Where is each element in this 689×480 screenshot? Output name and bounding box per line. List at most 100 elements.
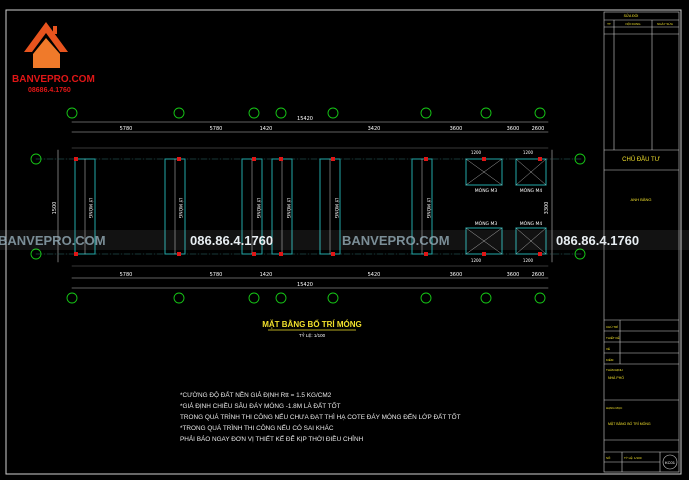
top-dim-6: 3600 <box>507 126 520 132</box>
grid-bubble-3-top <box>248 107 260 119</box>
grid-bubble-1-bottom <box>66 292 78 304</box>
top-dim-3: 1420 <box>260 126 273 132</box>
grid-bubble-b-right <box>574 248 586 260</box>
column-4-top <box>279 157 283 161</box>
column-5-bottom <box>331 252 335 256</box>
strip-footing-3-label: LÝ MÓNG <box>255 198 262 219</box>
row-label-4: KIỂM <box>606 357 614 362</box>
strip-footing-2-label: LÝ MÓNG <box>177 198 184 219</box>
pad-label-m4-top: MÓNG M4 <box>520 187 543 194</box>
title-block-frame <box>603 11 680 473</box>
drawing-border <box>5 9 682 475</box>
bottom-dim-6: 3600 <box>507 272 520 278</box>
column-5-top <box>331 157 335 161</box>
grid-bubble-5-bottom <box>327 292 339 304</box>
pad-dim-1: 1200 <box>471 150 482 155</box>
strip-footing-3: LÝ MÓNG <box>241 157 263 256</box>
pad-m3-top-column <box>482 157 486 161</box>
pad-footings <box>465 157 547 256</box>
owner-value: ANH BẰNG <box>631 197 652 202</box>
row-label-6: HẠNG MỤC <box>606 406 623 410</box>
note-line-5: PHẢI BÁO NGAY ĐƠN VỊ THIẾT KẾ ĐỂ KỊP THỜ… <box>180 433 364 443</box>
column-2-bottom <box>177 252 181 256</box>
title-block-text: SỬA ĐỔI TT NỘI DUNG NGÀY SỬA CHỦ ĐẦU TƯ … <box>606 13 676 465</box>
pad-m3-bottom-diag-1 <box>465 227 485 242</box>
note-line-1: *CƯỜNG ĐỘ ĐẤT NỀN GIẢ ĐỊNH Rtt = 1.5 KG/… <box>180 389 332 399</box>
pad-footing-m4-bottom <box>515 227 547 256</box>
pad-footing-m3-bottom <box>465 227 503 256</box>
column-6-bottom <box>424 252 428 256</box>
pad-m3-top-diag-3 <box>465 171 485 186</box>
column-1-bottom <box>74 252 78 256</box>
grid-bubble-6-top <box>420 107 432 119</box>
note-line-2: *GIẢ ĐỊNH CHIỀU SÂU ĐÁY MÓNG -1.8M LÀ ĐẤ… <box>180 400 341 410</box>
watermark-band-bg <box>0 230 689 250</box>
row-label-3: VẼ <box>606 346 610 351</box>
top-dim-2: 5780 <box>210 126 223 132</box>
row-label-2: THIẾT KẾ <box>606 335 619 340</box>
bottom-dim-5: 3600 <box>450 272 463 278</box>
logo-house-icon <box>33 38 60 68</box>
watermark-site-2: BANVEPRO.COM <box>342 233 450 248</box>
pad-m3-top-diag-2 <box>483 158 503 173</box>
bottom-dim-labels: 5780 5780 1420 5420 3600 3600 2600 <box>120 272 545 278</box>
general-notes: *CƯỜNG ĐỘ ĐẤT NỀN GIẢ ĐỊNH Rtt = 1.5 KG/… <box>180 389 461 443</box>
bottom-dim-1: 5780 <box>120 272 133 278</box>
project-value: NHÀ PHỐ <box>608 375 624 380</box>
pad-m4-top-outline <box>515 158 547 186</box>
pad-m3-bottom-column <box>482 252 486 256</box>
pad-dim-2: 1200 <box>523 150 534 155</box>
pad-dim-3: 1200 <box>471 258 482 263</box>
brand-logo: BANVEPRO.COM 08686.4.1760 <box>12 22 95 94</box>
pad-m4-top-diag-1 <box>515 158 532 173</box>
pad-m4-bottom-outline <box>515 227 547 255</box>
pad-m3-bottom-diag-4 <box>483 240 503 255</box>
pad-label-m3-top: MÓNG M3 <box>475 187 498 194</box>
strip-footings: LÝ MÓNG LÝ MÓNG LÝ MÓNG LÝ <box>74 157 433 256</box>
grid-bubbles-top <box>66 107 546 119</box>
strip-footing-4: LÝ MÓNG <box>271 157 293 256</box>
grid-bubble-5-top <box>327 107 339 119</box>
bottom-dim-2: 5780 <box>210 272 223 278</box>
pad-m4-bottom-diag-1 <box>515 227 532 242</box>
pad-dims: 1200 1200 1200 1200 <box>471 150 534 263</box>
pad-m4-bottom-diag-2 <box>530 227 547 242</box>
grid-bubble-2-top <box>173 107 185 119</box>
grid-bubble-2-bottom <box>173 292 185 304</box>
rev-col-content: NỘI DUNG <box>626 21 642 26</box>
rev-col-tt: TT <box>607 22 611 26</box>
strip-footing-5-label: LÝ MÓNG <box>333 198 340 219</box>
drawing-title: MẶT BẰNG BỐ TRÍ MÓNG <box>262 319 362 329</box>
sheet-name: MẶT BẰNG BỐ TRÍ MÓNG <box>608 421 651 426</box>
top-dim-labels: 5780 5780 1420 3420 3600 3600 2600 <box>120 126 545 132</box>
grid-bubbles-bottom <box>66 292 546 304</box>
grid-bubble-7-top <box>480 107 492 119</box>
bottom-dim-7: 2600 <box>532 272 545 278</box>
grid-bubble-4-top <box>275 107 287 119</box>
sheet-no-circle <box>662 454 678 470</box>
logo-brand-name: BANVEPRO.COM <box>12 74 95 85</box>
watermark-phone-2: 086.86.4.1760 <box>556 233 639 248</box>
logo-roof-icon <box>24 22 68 52</box>
logo-window-icon <box>53 26 57 34</box>
strip-footing-1-label: LÝ MÓNG <box>87 198 94 219</box>
column-2-top <box>177 157 181 161</box>
drawing-scale: TỶ LỆ: 1/100 <box>299 331 326 338</box>
sheet-number: KC01 <box>665 460 676 465</box>
left-dim-2: 3300 <box>544 202 550 215</box>
grid-bubble-4-bottom <box>275 292 287 304</box>
watermark-site-1: BANVEPRO.COM <box>0 233 106 248</box>
grid-bubble-1-top <box>66 107 78 119</box>
grid-bubble-b-left <box>30 248 42 260</box>
pad-m4-top-diag-2 <box>530 158 547 173</box>
pad-m3-top-diag-1 <box>465 158 485 173</box>
pad-m3-bottom-diag-3 <box>465 240 485 255</box>
grid-bubble-8-top <box>534 107 546 119</box>
grid-bubbles-sides <box>30 153 586 260</box>
pad-m4-bottom-column <box>538 252 542 256</box>
pad-m4-top-diag-4 <box>530 171 547 186</box>
strip-footing-2: LÝ MÓNG <box>164 157 186 256</box>
pad-m4-bottom-diag-4 <box>530 240 547 255</box>
left-dim-1: 1500 <box>52 202 58 215</box>
